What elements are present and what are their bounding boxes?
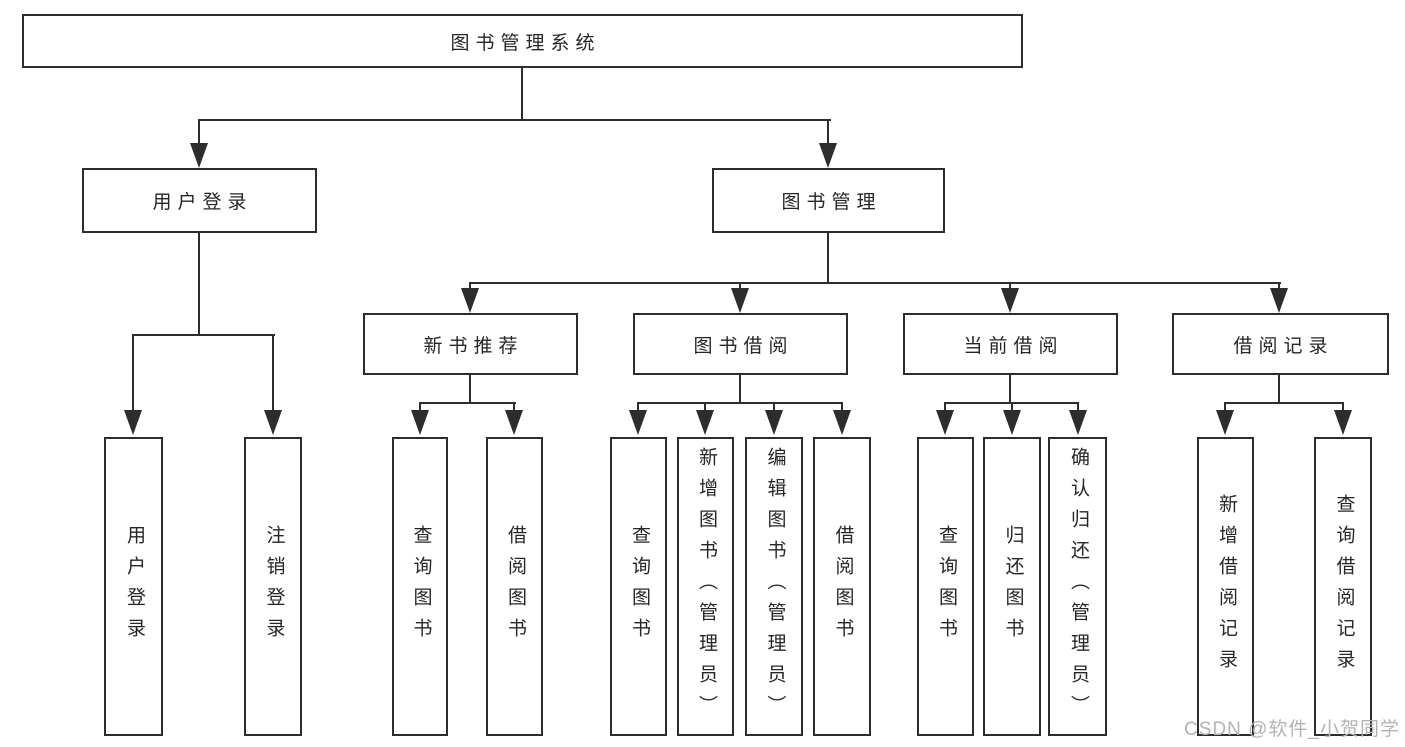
connector-book-borrow-rail <box>637 402 843 404</box>
connector-drop-leaf-user-login <box>132 334 134 412</box>
arrow-down-icon <box>1001 288 1019 313</box>
connector-drop <box>1224 402 1226 414</box>
arrow-down-icon <box>461 288 479 313</box>
connector-new-book-rail <box>419 402 516 404</box>
arrow-down-icon <box>1003 410 1021 435</box>
connector-level2-rail <box>198 119 831 121</box>
arrow-down-icon <box>731 288 749 313</box>
connector-drop <box>637 402 639 414</box>
connector-drop-new-book <box>469 282 471 292</box>
node-library-management-system: 图书管理系统 <box>22 14 1023 68</box>
connector-drop-book-borrow <box>739 282 741 292</box>
connector-drop-current-borrow <box>1009 282 1011 292</box>
leaf-query-books-borrow: 查询图书 <box>610 437 667 736</box>
connector-current-borrow-stub <box>1009 375 1011 404</box>
connector-drop <box>773 402 775 414</box>
connector-new-book-stub <box>469 375 471 404</box>
arrow-down-icon <box>505 410 523 435</box>
connector-borrow-records-rail <box>1224 402 1344 404</box>
leaf-query-borrow-record: 查询借阅记录 <box>1314 437 1372 736</box>
leaf-borrow-books: 借阅图书 <box>813 437 871 736</box>
leaf-return-book: 归还图书 <box>983 437 1041 736</box>
csdn-watermark: CSDN @软件_小贺同学 <box>1184 719 1400 740</box>
leaf-logout: 注销登录 <box>244 437 302 736</box>
arrow-down-icon <box>190 143 208 168</box>
arrow-down-icon <box>1216 410 1234 435</box>
arrow-down-icon <box>629 410 647 435</box>
node-current-borrow: 当前借阅 <box>903 313 1118 375</box>
node-new-book-recommend: 新书推荐 <box>363 313 578 375</box>
arrow-down-icon <box>819 143 837 168</box>
connector-user-login-stub <box>198 233 200 336</box>
connector-book-borrow-stub <box>739 375 741 404</box>
connector-drop <box>513 402 515 414</box>
connector-drop-book-management <box>827 119 829 145</box>
connector-drop-user-login <box>198 119 200 145</box>
node-borrow-records: 借阅记录 <box>1172 313 1389 375</box>
arrow-down-icon <box>1270 288 1288 313</box>
connector-drop-leaf-logout <box>272 334 274 412</box>
connector-book-management-stub <box>827 233 829 284</box>
connector-drop <box>944 402 946 414</box>
arrow-down-icon <box>833 410 851 435</box>
connector-drop <box>419 402 421 414</box>
connector-user-login-rail <box>132 334 275 336</box>
leaf-edit-book-admin: 编辑图书（管理员） <box>745 437 803 736</box>
leaf-user-login: 用户登录 <box>104 437 163 736</box>
leaf-add-borrow-record: 新增借阅记录 <box>1197 437 1254 736</box>
connector-root-stub <box>521 68 523 121</box>
arrow-down-icon <box>411 410 429 435</box>
connector-drop <box>1342 402 1344 414</box>
leaf-confirm-return-admin: 确认归还（管理员） <box>1048 437 1107 736</box>
arrow-down-icon <box>1334 410 1352 435</box>
arrow-down-icon <box>264 410 282 435</box>
leaf-borrow-books-recommend: 借阅图书 <box>486 437 543 736</box>
arrow-down-icon <box>765 410 783 435</box>
arrow-down-icon <box>696 410 714 435</box>
connector-borrow-records-stub <box>1278 375 1280 404</box>
node-book-management: 图书管理 <box>712 168 945 233</box>
leaf-add-book-admin: 新增图书（管理员） <box>677 437 734 736</box>
connector-drop <box>1077 402 1079 414</box>
arrow-down-icon <box>936 410 954 435</box>
leaf-query-books-recommend: 查询图书 <box>392 437 448 736</box>
connector-drop <box>704 402 706 414</box>
arrow-down-icon <box>1069 410 1087 435</box>
arrow-down-icon <box>124 410 142 435</box>
connector-drop <box>1011 402 1013 414</box>
connector-level3-rail <box>469 282 1281 284</box>
leaf-query-books-current: 查询图书 <box>917 437 974 736</box>
node-user-login: 用户登录 <box>82 168 317 233</box>
node-book-borrow: 图书借阅 <box>633 313 848 375</box>
connector-drop <box>841 402 843 414</box>
connector-drop-borrow-records <box>1278 282 1280 292</box>
